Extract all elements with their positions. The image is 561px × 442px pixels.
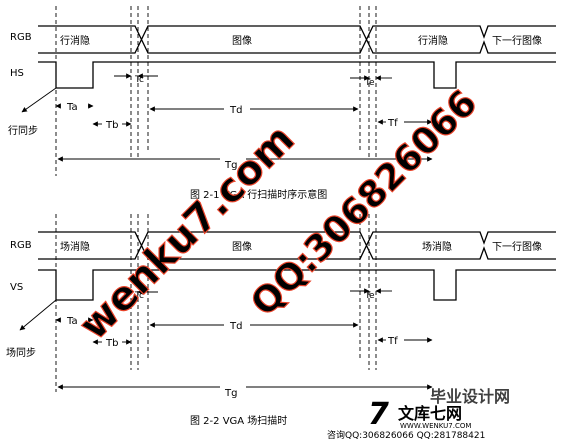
fig1-sync-label: HS xyxy=(10,68,24,79)
fig1-sync-pointer xyxy=(21,87,57,113)
fig2-tf-label: Tf xyxy=(387,336,398,347)
fig1-caption: 图 2-1 VGA 行扫描时序示意图 xyxy=(190,188,327,201)
figure-2-vertical-timing: RGB VS 场消隐 图像 场消隐 下一行图像 Tc Te Ta Td xyxy=(6,214,556,427)
fig2-td-label: Td xyxy=(229,321,242,332)
fig2-rgb-label: RGB xyxy=(10,240,32,251)
brand-logo-mark: 7 xyxy=(368,397,389,432)
fig2-sync-label: VS xyxy=(10,282,23,293)
fig2-blank-text: 场消隐 xyxy=(60,240,90,253)
fig1-sync-pulse-label: 行同步 xyxy=(8,124,38,137)
fig1-blank-text: 行消隐 xyxy=(60,34,90,47)
fig1-rgb-label: RGB xyxy=(10,32,32,43)
fig1-te-label: Te xyxy=(364,78,375,88)
fig1-image-text: 图像 xyxy=(232,35,252,47)
figure-1-horizontal-timing: RGB HS 行消隐 图像 行消隐 下一行图像 Tc Te Ta Td xyxy=(8,6,556,201)
fig1-td-label: Td xyxy=(229,105,242,116)
watermark-logo-text: 毕业设计网 xyxy=(430,387,510,406)
fig2-tb-label: Tb xyxy=(105,338,118,349)
fig1-next-line-text: 下一行图像 xyxy=(492,34,542,47)
brand-contact: 咨询QQ:306826066 QQ:281788421 xyxy=(327,429,485,441)
fig1-rgb-bus xyxy=(38,25,556,54)
fig2-tg-label: Tg xyxy=(224,388,237,399)
brand-url: WWW.WENKU7.COM xyxy=(400,422,471,430)
fig2-sync-pointer xyxy=(19,299,57,331)
fig2-sync-pulse-label: 场同步 xyxy=(6,346,36,359)
fig1-ta-label: Ta xyxy=(66,102,78,113)
fig1-tg-label: Tg xyxy=(224,160,237,171)
fig2-image-text: 图像 xyxy=(232,241,252,253)
fig1-blank-text-right: 行消隐 xyxy=(418,34,448,47)
fig2-blank-text-right: 场消隐 xyxy=(422,240,452,253)
fig1-tf-label: Tf xyxy=(387,118,398,129)
fig2-rgb-bus xyxy=(38,231,556,260)
watermark-qq-text: QQ:306826066 xyxy=(243,83,485,325)
fig2-tc-label: Tc xyxy=(134,291,144,301)
fig1-tb-label: Tb xyxy=(105,120,118,131)
brand-footer: 7 文库七网 WWW.WENKU7.COM 咨询QQ:306826066 QQ:… xyxy=(327,397,485,441)
fig2-next-line-text: 下一行图像 xyxy=(492,240,542,253)
fig2-caption: 图 2-2 VGA 场扫描时 xyxy=(190,414,287,427)
fig1-hs-waveform xyxy=(38,61,556,89)
fig2-ta-label: Ta xyxy=(66,316,78,327)
fig2-te-label: Te xyxy=(364,291,375,301)
brand-name: 文库七网 xyxy=(398,404,462,423)
fig1-tc-label: Tc xyxy=(134,75,144,85)
